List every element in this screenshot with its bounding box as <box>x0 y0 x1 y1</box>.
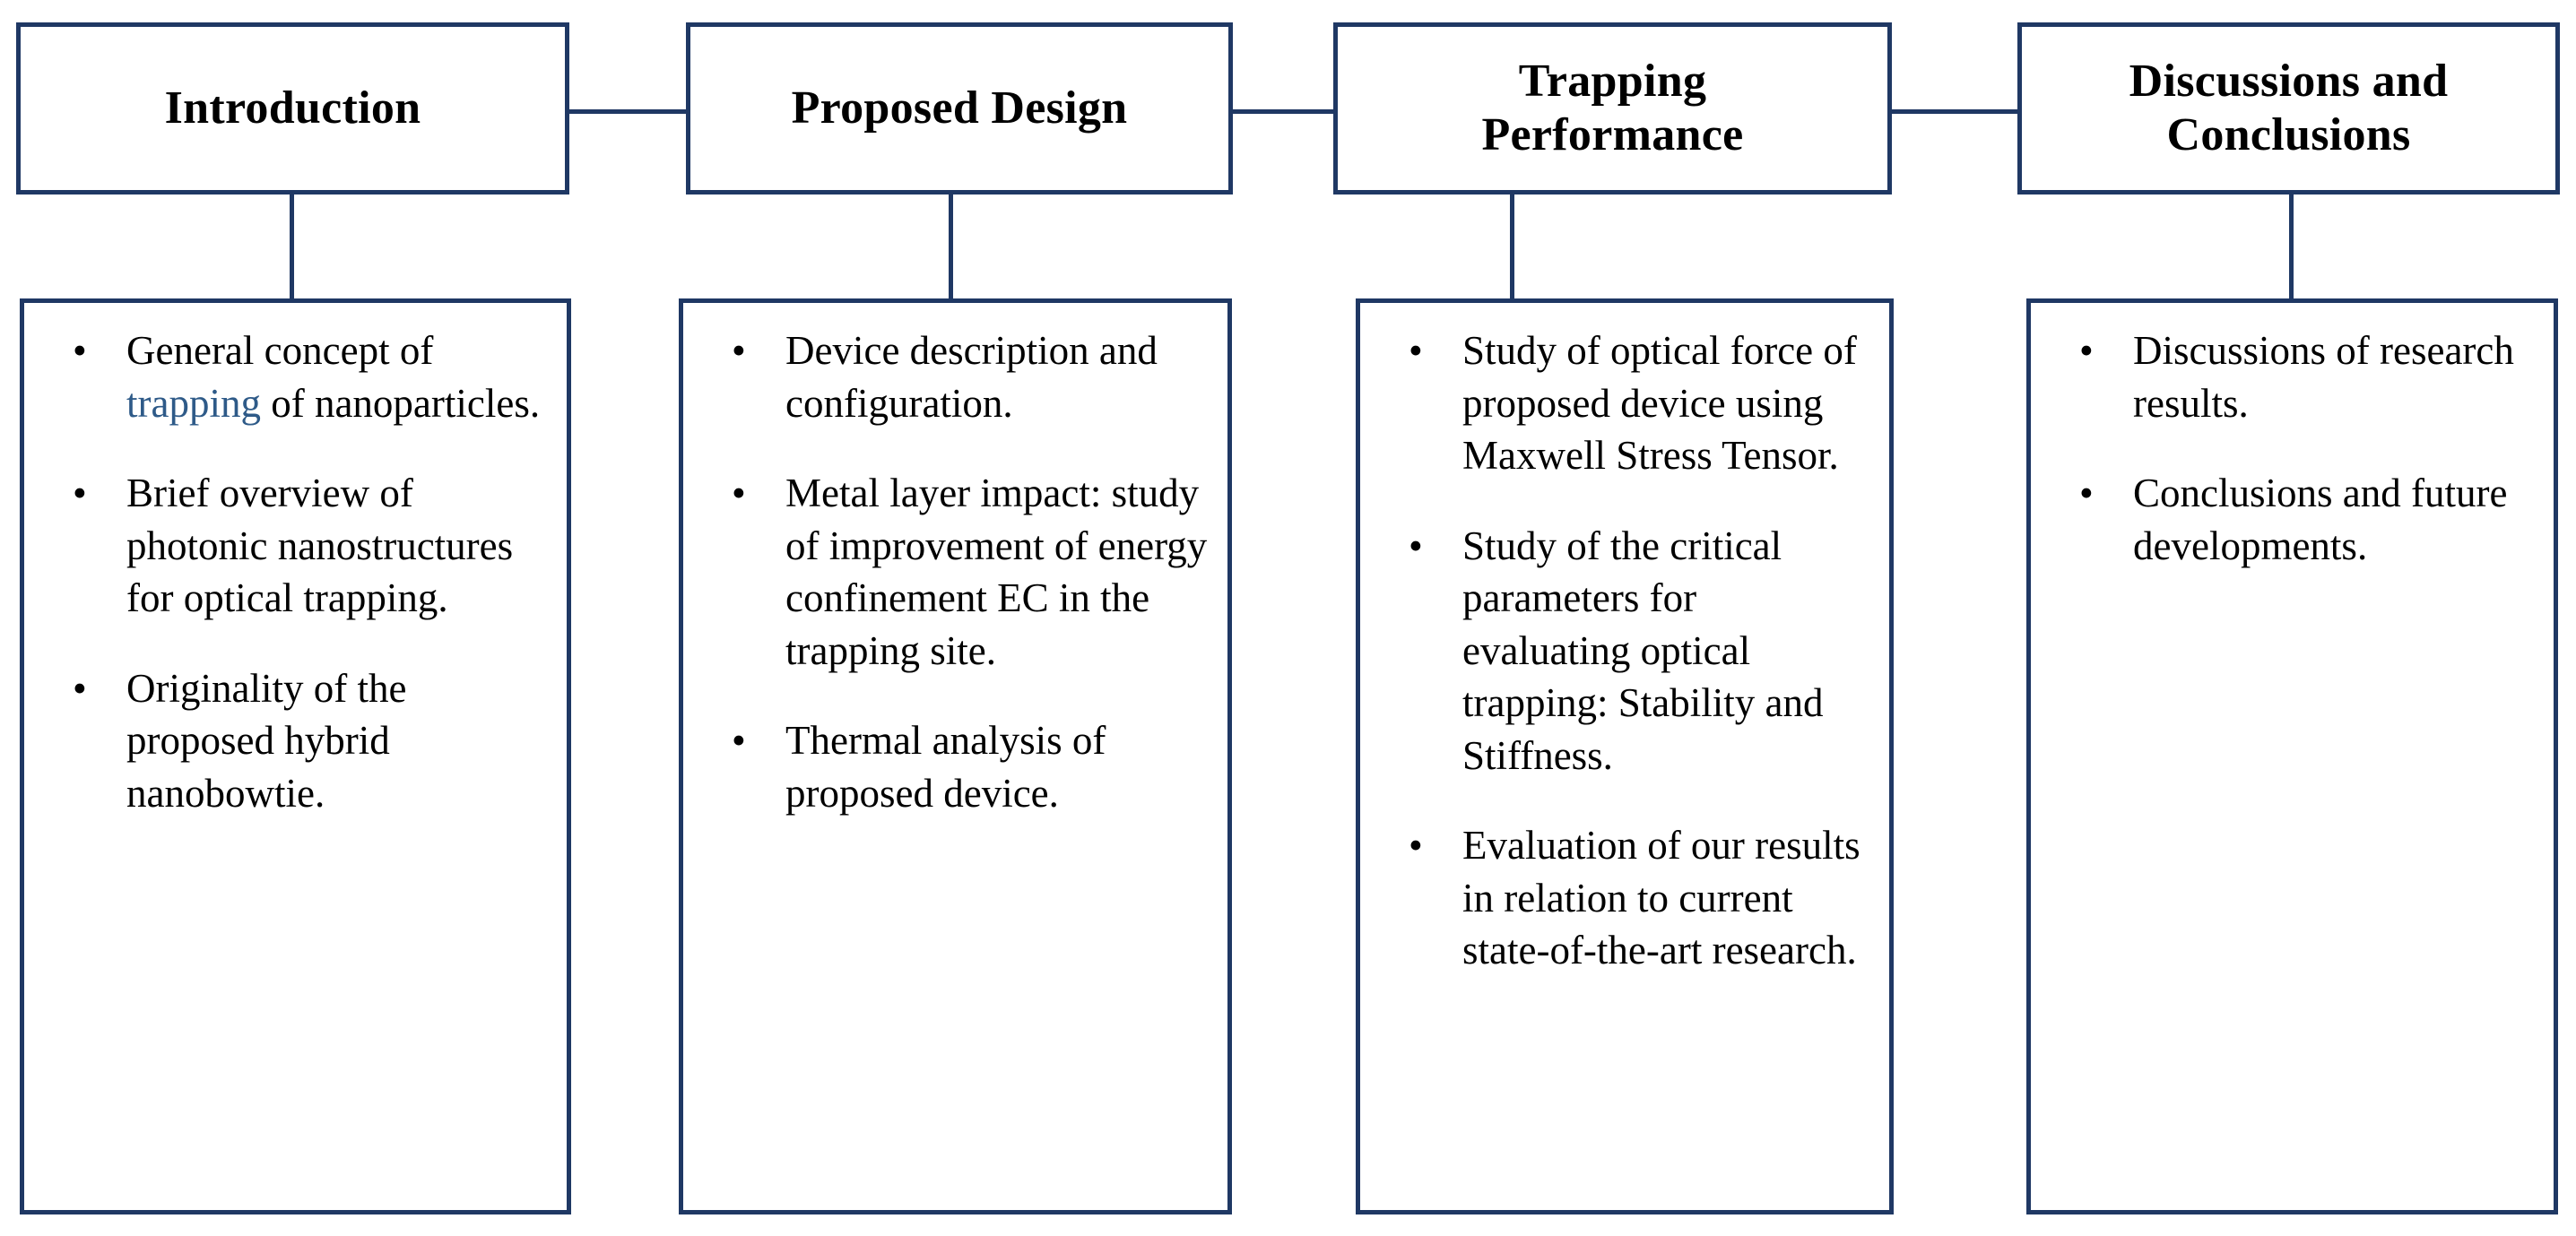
list-item-text: Thermal analysis of proposed device. <box>785 718 1106 816</box>
list-item-text: Metal layer impact: study of improvement… <box>785 471 1208 673</box>
bullet-icon: • <box>73 328 87 373</box>
body-box-introduction[interactable]: • General concept of trapping of nanopar… <box>20 298 571 1214</box>
header-title-trapping-performance: Trapping Performance <box>1481 55 1744 160</box>
connector-column-3-vertical <box>1510 191 1514 300</box>
list-item: • Device description and configuration. <box>699 324 1211 429</box>
connector-column-1-vertical <box>290 191 294 300</box>
list-item-text: Brief overview of photonic nanostructure… <box>126 471 514 620</box>
bullet-list-proposed-design: • Device description and configuration. … <box>699 324 1211 819</box>
bullet-icon: • <box>73 471 87 515</box>
bullet-icon: • <box>1409 328 1423 373</box>
bullet-icon: • <box>1409 523 1423 568</box>
connector-column-2-vertical <box>949 191 953 300</box>
list-item: • Thermal analysis of proposed device. <box>699 714 1211 819</box>
bullet-list-discussions-conclusions: • Discussions of research results. • Con… <box>2047 324 2537 572</box>
body-box-discussions-conclusions[interactable]: • Discussions of research results. • Con… <box>2026 298 2558 1214</box>
bullet-icon: • <box>73 665 87 711</box>
bullet-icon: • <box>1409 823 1423 868</box>
list-item: • Metal layer impact: study of improveme… <box>699 467 1211 677</box>
highlighted-term: trapping <box>126 380 261 426</box>
connector-column-4-vertical <box>2289 191 2294 300</box>
list-item: • Study of the critical parameters for e… <box>1376 520 1873 782</box>
header-title-proposed-design: Proposed Design <box>791 82 1128 134</box>
connector-header-1-to-2 <box>565 109 690 114</box>
bullet-icon: • <box>732 471 746 515</box>
bullet-icon: • <box>2079 328 2094 373</box>
list-item-text: Study of the critical parameters for eva… <box>1462 523 1824 778</box>
bullet-icon: • <box>732 328 746 373</box>
bullet-list-introduction: • General concept of trapping of nanopar… <box>40 324 551 819</box>
bullet-icon: • <box>732 718 746 763</box>
body-box-trapping-performance[interactable]: • Study of optical force of proposed dev… <box>1356 298 1894 1214</box>
header-box-proposed-design[interactable]: Proposed Design <box>686 22 1233 194</box>
list-item: • Originality of the proposed hybrid nan… <box>40 662 551 820</box>
header-title-introduction: Introduction <box>164 82 421 134</box>
header-title-discussions-conclusions: Discussions and Conclusions <box>2129 55 2449 160</box>
header-box-trapping-performance[interactable]: Trapping Performance <box>1333 22 1892 194</box>
bullet-list-trapping-performance: • Study of optical force of proposed dev… <box>1376 324 1873 977</box>
list-item: • General concept of trapping of nanopar… <box>40 324 551 429</box>
header-box-discussions-conclusions[interactable]: Discussions and Conclusions <box>2017 22 2560 194</box>
header-box-introduction[interactable]: Introduction <box>16 22 569 194</box>
connector-header-2-to-3 <box>1228 109 1338 114</box>
list-item: • Brief overview of photonic nanostructu… <box>40 467 551 625</box>
bullet-icon: • <box>2079 471 2094 515</box>
list-item-text: Conclusions and future developments. <box>2133 471 2508 568</box>
list-item-text: Device description and configuration. <box>785 328 1158 426</box>
body-box-proposed-design[interactable]: • Device description and configuration. … <box>679 298 1232 1214</box>
list-item-text: Discussions of research results. <box>2133 328 2514 426</box>
list-item-text: Originality of the proposed hybrid nanob… <box>126 665 407 816</box>
list-item: • Evaluation of our results in relation … <box>1376 819 1873 977</box>
connector-header-3-to-4 <box>1887 109 2022 114</box>
list-item: • Study of optical force of proposed dev… <box>1376 324 1873 482</box>
list-item-text: Evaluation of our results in relation to… <box>1462 823 1860 972</box>
list-item: • Conclusions and future developments. <box>2047 467 2537 572</box>
list-item: • Discussions of research results. <box>2047 324 2537 429</box>
list-item-text: General concept of trapping of nanoparti… <box>126 328 541 426</box>
list-item-text: Study of optical force of proposed devic… <box>1462 328 1857 478</box>
